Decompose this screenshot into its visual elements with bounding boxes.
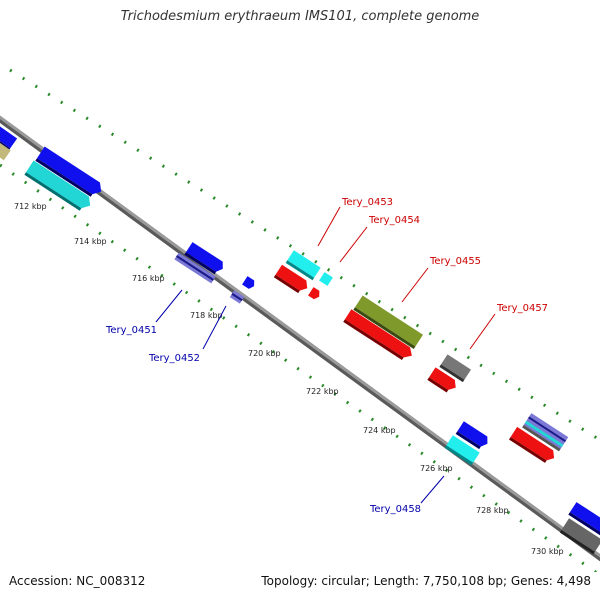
gene-feature-red-right[interactable] <box>508 426 557 466</box>
gene-label-tery-0451[interactable]: Tery_0451 <box>105 325 157 336</box>
leader-line-0453 <box>317 206 341 247</box>
tick-label-720: 720 kbp <box>248 349 281 358</box>
gene-feature-blue-0458[interactable] <box>455 421 491 451</box>
outer-tick-ring <box>9 68 600 442</box>
gene-label-tery-0452[interactable]: Tery_0452 <box>148 353 200 364</box>
tick-label-714: 714 kbp <box>74 237 107 246</box>
gene-feature-grey-0457[interactable] <box>439 354 472 383</box>
tick-label-718: 718 kbp <box>190 311 223 320</box>
gene-feature-cyan-0454[interactable] <box>319 272 333 286</box>
gene-feature-left-khaki[interactable] <box>0 141 11 161</box>
gene-feature-red-0457[interactable] <box>427 367 459 395</box>
gene-feature-small-slate[interactable] <box>229 290 245 304</box>
gene-feature-olive-0455[interactable] <box>353 295 424 349</box>
genome-summary-text: Topology: circular; Length: 7,750,108 bp… <box>261 574 591 588</box>
leader-line-0457 <box>469 313 496 350</box>
leader-line-0455 <box>401 267 429 303</box>
gene-feature-red-0453[interactable] <box>273 264 311 296</box>
gene-feature-small-blue[interactable] <box>242 276 257 290</box>
leader-line-0451 <box>155 289 183 323</box>
gene-feature-cyan-712[interactable] <box>24 160 94 214</box>
gene-label-tery-0454[interactable]: Tery_0454 <box>368 215 420 226</box>
inner-tick-ring <box>0 163 599 572</box>
gene-feature-blue-712[interactable] <box>35 146 105 200</box>
tick-label-726: 726 kbp <box>420 464 453 473</box>
gene-label-tery-0453[interactable]: Tery_0453 <box>341 197 393 208</box>
gene-feature-blue-bottom-right[interactable] <box>568 502 600 537</box>
gene-label-tery-0457[interactable]: Tery_0457 <box>496 303 548 314</box>
tick-label-716: 716 kbp <box>132 274 165 283</box>
gene-feature-red-0454[interactable] <box>308 287 322 301</box>
gene-feature-grey-bottom-right[interactable] <box>559 518 600 555</box>
tick-label-724: 724 kbp <box>363 426 396 435</box>
accession-text: Accession: NC_008312 <box>9 574 146 588</box>
tick-label-712: 712 kbp <box>14 202 47 211</box>
gene-feature-slate-716[interactable] <box>174 252 216 284</box>
leader-line-0452 <box>202 305 227 350</box>
leader-line-0458 <box>420 475 445 504</box>
gene-feature-blue-716[interactable] <box>184 242 226 276</box>
tick-label-722: 722 kbp <box>306 387 339 396</box>
leader-line-0454 <box>339 226 368 263</box>
gene-label-tery-0458[interactable]: Tery_0458 <box>369 504 421 515</box>
tick-label-730: 730 kbp <box>531 547 564 556</box>
gene-feature-cyan-0453[interactable] <box>285 250 321 281</box>
gene-feature-cyan-0458[interactable] <box>444 435 480 466</box>
tick-label-728: 728 kbp <box>476 506 509 515</box>
gene-feature-multi-right[interactable] <box>522 413 569 452</box>
gene-feature-red-0455[interactable] <box>343 309 415 363</box>
gene-label-tery-0455[interactable]: Tery_0455 <box>429 256 481 267</box>
map-title: Trichodesmium erythraeum IMS101, complet… <box>120 9 480 24</box>
